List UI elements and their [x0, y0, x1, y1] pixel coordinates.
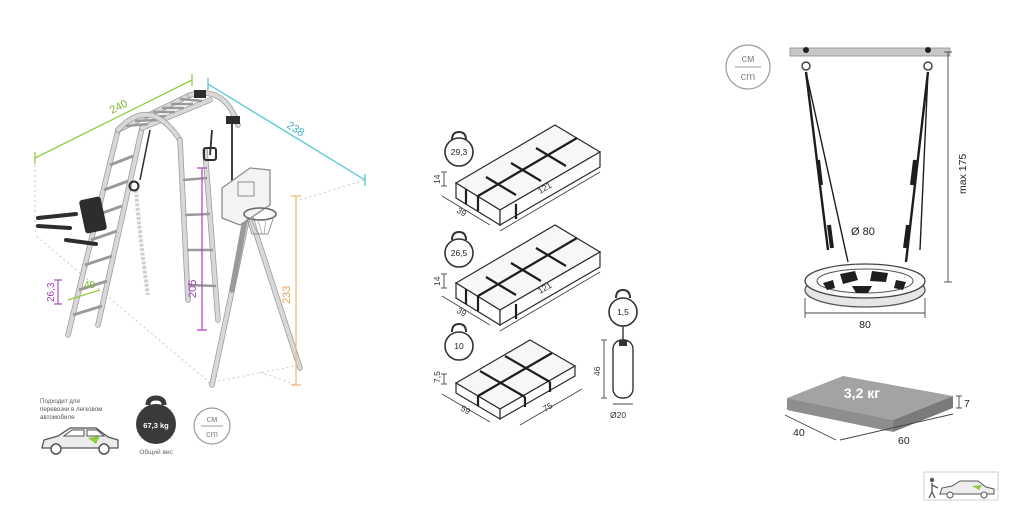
height-233-dimension: 233 [281, 195, 301, 386]
swing-box-height: 7 [964, 398, 970, 410]
depth-value: 238 [284, 119, 306, 139]
swing-seat [804, 263, 926, 308]
package-2-weight: 26,5 [451, 248, 468, 258]
package-1-weight: 29,3 [451, 147, 468, 157]
bag-diameter: Ø20 [610, 410, 626, 420]
package-3: 10 7,5 59 75 [432, 322, 583, 426]
bag-weight: 1,5 [617, 307, 629, 317]
unit-badge-left: см cm [193, 407, 231, 445]
bag-height: 46 [592, 366, 602, 376]
package-2-height: 14 [432, 276, 442, 286]
car-icon [41, 427, 119, 455]
total-weight-label: Общий вес [139, 448, 173, 456]
kettlebell-icon: 26,5 [444, 230, 474, 268]
punching-bag: 1,5 46 Ø20 [592, 288, 638, 420]
package-1-width: 39 [455, 205, 468, 219]
swing-box-weight: 3,2 кг [844, 385, 880, 401]
height-205-dimension: 205 [187, 167, 207, 331]
swing-box: 3,2 кг 7 40 60 [784, 376, 970, 447]
package-1: 29,3 14 39 121 [432, 124, 602, 232]
kettlebell-icon: 29,3 [444, 130, 474, 167]
car-transport-note: Подходит для перевозки в легковом автомо… [40, 398, 119, 455]
package-1-height: 14 [432, 174, 442, 184]
unit-top: см [207, 414, 218, 424]
package-3-width: 59 [459, 403, 472, 417]
total-weight-value: 67,3 kg [143, 421, 169, 430]
ladder-width-value: 49 [84, 280, 96, 291]
car-transport-badge [923, 471, 999, 501]
ladder-step-value: 26,3 [46, 282, 57, 302]
width-value: 240 [108, 98, 130, 117]
swing-unit-top: см [741, 53, 754, 65]
nest-swing: Ø 80 80 max 175 [789, 47, 969, 331]
swing-ropes [804, 71, 930, 263]
unit-badge-right: см cm [725, 44, 771, 90]
kettlebell-icon [136, 395, 176, 444]
playground-illustration: 240 238 [34, 74, 366, 388]
swing-unit-bottom: cm [741, 71, 756, 83]
ladder-dimensions: 26,3 49 [46, 279, 101, 305]
unit-bottom: cm [206, 429, 218, 439]
seat-width: 80 [859, 319, 871, 331]
package-3-weight: 10 [454, 341, 464, 351]
package-2: 26,5 14 39 121 [432, 224, 602, 332]
seat [36, 196, 107, 246]
total-weight: 67,3 kg Общий вес [136, 395, 176, 456]
swing-box-length: 60 [898, 435, 910, 447]
height-233-value: 233 [281, 286, 293, 304]
car-note-text: Подходит для перевозки в легковом автомо… [40, 398, 104, 421]
frame [65, 90, 303, 388]
kettlebell-icon: 1,5 [608, 288, 638, 327]
kettlebell-icon: 10 [444, 322, 474, 361]
package-3-height: 7,5 [432, 371, 442, 383]
height-205-value: 205 [187, 280, 199, 298]
person-loading-car-icon [928, 477, 995, 499]
package-2-width: 39 [455, 305, 468, 319]
gym-rings [194, 90, 240, 185]
basketball-hoop [221, 167, 277, 235]
package-3-length: 75 [541, 400, 554, 414]
swing-box-width: 40 [793, 427, 805, 439]
seat-diameter: Ø 80 [851, 226, 875, 238]
rope-length: max 175 [957, 154, 969, 194]
climbing-rope [128, 129, 151, 296]
